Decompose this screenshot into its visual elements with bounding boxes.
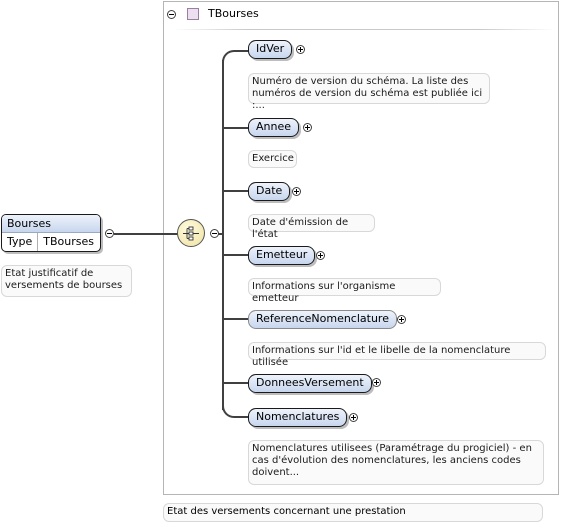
- annotation-nomenclatures: Nomenclatures utilisees (Paramétrage du …: [248, 440, 544, 485]
- element-date[interactable]: Date: [248, 182, 291, 201]
- annotation-idver: Numéro de version du schéma. La liste de…: [248, 73, 490, 111]
- element-nomenclatures[interactable]: Nomenclatures: [248, 408, 348, 427]
- element-emetteur[interactable]: Emetteur: [248, 246, 316, 265]
- root-type-key: Type: [2, 233, 39, 251]
- expand-nomenclatures-icon[interactable]: [349, 413, 358, 422]
- complex-type-icon: [187, 8, 199, 20]
- complex-type-annotation: Etat des versements concernant une prest…: [163, 503, 543, 522]
- connector-trunk-bottom-curve: [222, 400, 248, 418]
- expand-annee-icon[interactable]: [303, 123, 312, 132]
- complex-type-name: TBourses: [208, 7, 259, 20]
- expand-referencenomenclature-icon[interactable]: [397, 315, 406, 324]
- annotation-date: Date d'émission de l'état: [248, 214, 375, 240]
- connector-root-sequence: [114, 233, 178, 235]
- complex-type-divider: [173, 29, 555, 30]
- annotation-emetteur: Informations sur l'organisme emetteur: [248, 278, 441, 304]
- element-annee[interactable]: Annee: [248, 118, 300, 137]
- annotation-referencenomenclature: Informations sur l'id et le libelle de l…: [248, 342, 546, 368]
- root-annotation: Etat justificatif de versements de bours…: [1, 265, 132, 297]
- root-element-name: Bourses: [2, 215, 100, 233]
- element-donneesversement[interactable]: DonneesVersement: [248, 374, 372, 393]
- expand-donneesversement-icon[interactable]: [372, 378, 381, 387]
- expand-date-icon[interactable]: [292, 187, 301, 196]
- sequence-compositor-icon[interactable]: [177, 219, 205, 247]
- expand-idver-icon[interactable]: [296, 45, 305, 54]
- connector-branch-donneesversement: [224, 382, 248, 384]
- connector-branch-referencenomenclature: [224, 318, 248, 320]
- annotation-annee: Exercice: [248, 150, 297, 168]
- connector-sequence-out: [218, 233, 224, 235]
- connector-branch-annee: [224, 127, 248, 129]
- expand-emetteur-icon[interactable]: [316, 251, 325, 260]
- element-idver[interactable]: IdVer: [248, 40, 293, 59]
- connector-trunk-top-curve: [222, 50, 248, 70]
- root-type-row: Type TBourses: [2, 233, 100, 251]
- connector-trunk: [222, 60, 224, 410]
- root-type-value: TBourses: [43, 235, 94, 248]
- connector-branch-date: [224, 190, 248, 192]
- root-collapse-icon[interactable]: [105, 229, 114, 238]
- collapse-icon[interactable]: [167, 10, 176, 19]
- connector-branch-emetteur: [224, 254, 248, 256]
- root-element-bourses[interactable]: Bourses Type TBourses: [1, 214, 101, 252]
- element-referencenomenclature[interactable]: ReferenceNomenclature: [248, 310, 397, 329]
